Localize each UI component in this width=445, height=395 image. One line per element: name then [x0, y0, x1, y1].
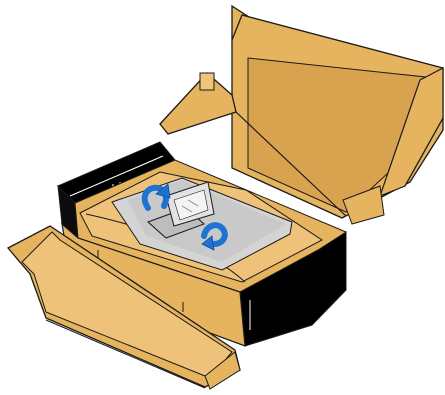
box-illustration [0, 0, 445, 395]
